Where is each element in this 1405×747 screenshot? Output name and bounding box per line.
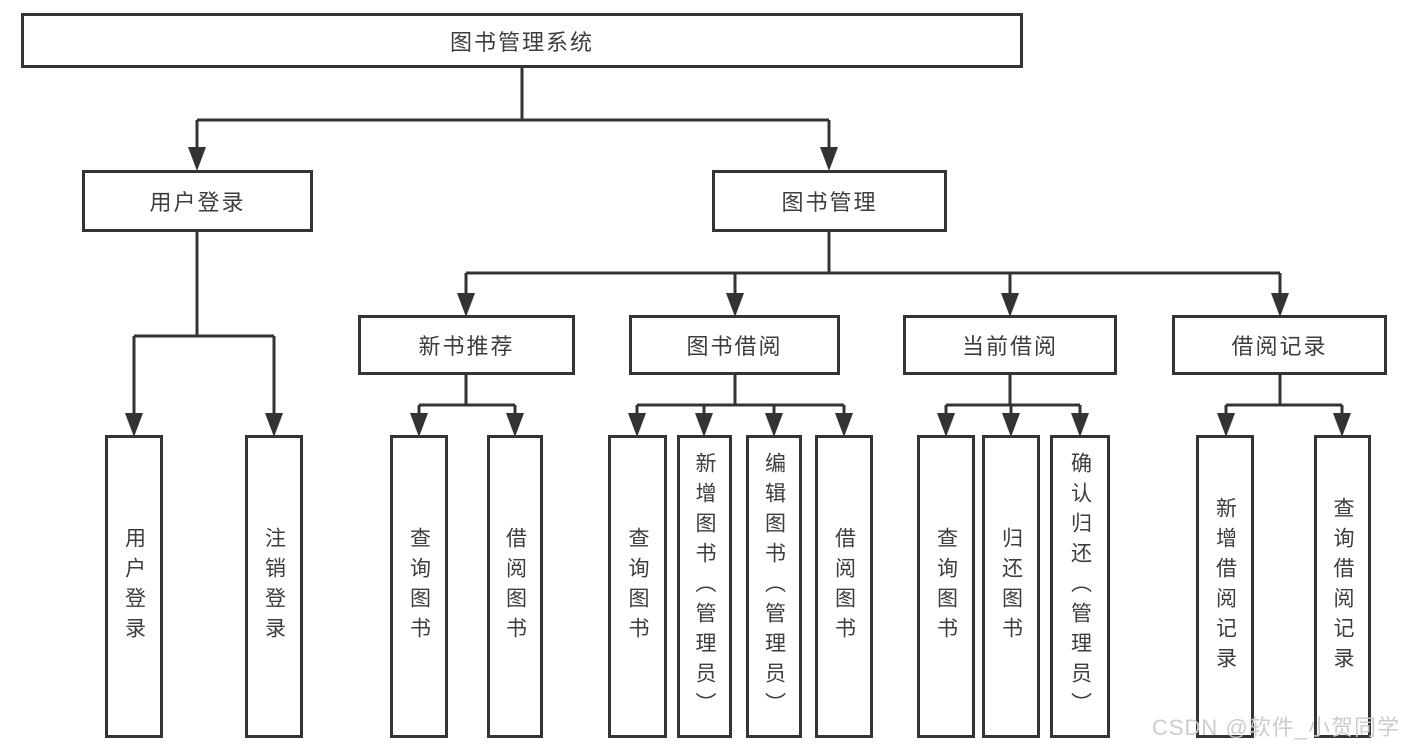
leaf-borrow-query-books: 查询图书 [608,435,667,738]
node-book-borrow: 图书借阅 [629,315,840,375]
node-new-book-recommend-label: 新书推荐 [418,334,515,359]
leaf-records-query-record: 查询借阅记录 [1314,435,1371,738]
node-current-borrow-label: 当前借阅 [961,334,1058,359]
node-book-borrow-label: 图书借阅 [686,334,783,359]
leaf-current-query-books-label: 查询图书 [934,526,958,647]
leaf-user-login: 用户登录 [105,435,163,738]
node-user-login-label: 用户登录 [149,190,246,215]
leaf-borrow-query-books-label: 查询图书 [626,526,649,647]
leaf-borrow-borrow-books-label: 借阅图书 [832,526,856,647]
leaf-records-add-record: 新增借阅记录 [1196,435,1254,738]
leaf-recommend-query-books: 查询图书 [390,435,448,738]
leaf-recommend-query-books-label: 查询图书 [407,526,431,647]
watermark: CSDN @软件_小贺同学 [1151,715,1400,740]
leaf-current-confirm-return: 确认归还（管理员） [1050,435,1110,738]
leaf-records-add-record-label: 新增借阅记录 [1213,496,1237,677]
leaf-borrow-add-books-label: 新增图书（管理员） [693,451,716,722]
leaf-logout: 注销登录 [245,435,303,738]
leaf-recommend-borrow-books-label: 借阅图书 [503,526,527,647]
leaf-current-return-books: 归还图书 [982,435,1040,738]
node-current-borrow: 当前借阅 [903,315,1117,375]
leaf-records-query-record-label: 查询借阅记录 [1331,496,1354,677]
node-borrow-records-label: 借阅记录 [1231,334,1328,359]
leaf-user-login-label: 用户登录 [122,526,146,647]
leaf-current-query-books: 查询图书 [917,435,975,738]
node-root-label: 图书管理系统 [449,29,594,55]
node-root: 图书管理系统 [21,13,1023,68]
leaf-borrow-add-books: 新增图书（管理员） [677,435,732,738]
node-new-book-recommend: 新书推荐 [358,315,575,375]
leaf-current-return-books-label: 归还图书 [999,526,1023,647]
node-borrow-records: 借阅记录 [1172,315,1387,375]
node-book-management: 图书管理 [712,170,947,232]
leaf-borrow-edit-books: 编辑图书（管理员） [746,435,802,738]
leaf-logout-label: 注销登录 [262,526,286,647]
leaf-borrow-borrow-books: 借阅图书 [815,435,873,738]
leaf-borrow-edit-books-label: 编辑图书（管理员） [762,451,786,722]
node-book-management-label: 图书管理 [781,190,878,215]
node-user-login: 用户登录 [82,170,313,232]
leaf-recommend-borrow-books: 借阅图书 [487,435,543,738]
leaf-current-confirm-return-label: 确认归还（管理员） [1068,451,1092,722]
